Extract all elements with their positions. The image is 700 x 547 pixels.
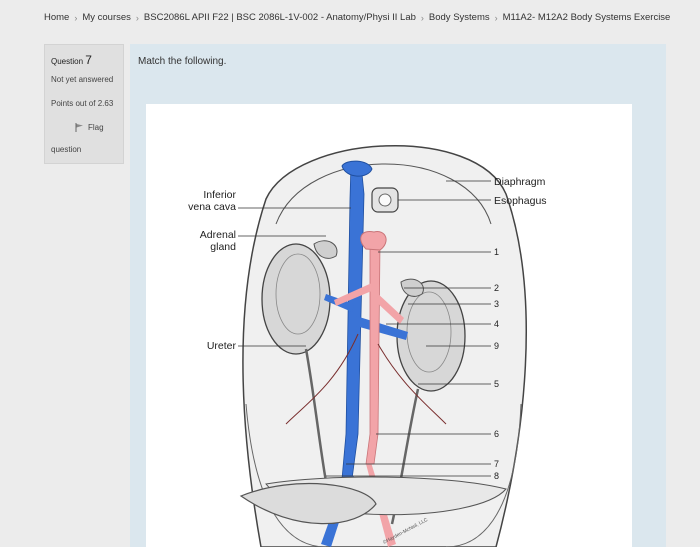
urinary-system-diagram: Inferior vena cava Adrenal gland Ureter … xyxy=(188,144,547,547)
label-number-1: 1 xyxy=(494,247,499,257)
label-number-5: 5 xyxy=(494,379,499,389)
flag-label-2: question xyxy=(51,145,82,154)
label-diaphragm: Diaphragm xyxy=(494,176,546,188)
question-points: Points out of 2.63 xyxy=(51,99,114,108)
label-adrenal-1: Adrenal xyxy=(200,229,236,241)
question-label: Question xyxy=(51,57,84,66)
diaphragm-dome xyxy=(275,163,492,225)
hepatic-veins xyxy=(341,160,373,177)
body-wall-right xyxy=(445,403,522,547)
breadcrumb-section[interactable]: Body Systems xyxy=(428,12,490,23)
label-ivc-2: vena cava xyxy=(188,201,236,213)
chevron-right-icon: › xyxy=(420,12,424,23)
anatomy-figure: Inferior vena cava Adrenal gland Ureter … xyxy=(146,104,632,547)
label-number-7: 7 xyxy=(494,459,499,469)
abdominal-cavity xyxy=(242,144,527,547)
esophagus-lumen xyxy=(378,193,392,207)
kidney-left-inner xyxy=(275,253,321,335)
body-wall-left xyxy=(245,403,327,547)
chevron-right-icon: › xyxy=(74,12,78,23)
flag-question-button[interactable]: Flag xyxy=(75,123,104,132)
rectum xyxy=(239,482,377,525)
label-number-4: 4 xyxy=(494,319,499,329)
question-number: Question 7 xyxy=(51,53,92,67)
label-number-2: 2 xyxy=(494,283,499,293)
breadcrumb-my-courses[interactable]: My courses xyxy=(82,12,131,23)
chevron-right-icon: › xyxy=(494,12,498,23)
celiac-trunk xyxy=(360,230,387,251)
flag-icon xyxy=(75,123,83,132)
label-number-3: 3 xyxy=(494,299,499,309)
renal-artery-right xyxy=(374,292,404,324)
question-info-panel: Question 7 Not yet answered Points out o… xyxy=(44,44,124,164)
flag-label: Flag xyxy=(88,123,104,132)
renal-vein-right xyxy=(356,316,408,340)
label-number-8: 8 xyxy=(494,471,499,481)
label-ureter: Ureter xyxy=(207,340,237,352)
gonadal-vessel-right xyxy=(377,343,447,425)
label-number-9: 9 xyxy=(494,341,499,351)
label-esophagus: Esophagus xyxy=(494,195,547,207)
label-number-6: 6 xyxy=(494,429,499,439)
label-adrenal-2: gland xyxy=(210,241,236,253)
breadcrumb-home[interactable]: Home xyxy=(44,12,70,23)
leader-lines xyxy=(238,180,491,477)
chevron-right-icon: › xyxy=(135,12,139,23)
breadcrumb-course[interactable]: BSC2086L APII F22 | BSC 2086L-1V-002 - A… xyxy=(143,12,416,23)
breadcrumb: Home › My courses › BSC2086L APII F22 | … xyxy=(44,12,684,23)
question-number-value: 7 xyxy=(85,53,92,67)
adrenal-gland-left xyxy=(313,240,338,259)
renal-artery-left xyxy=(334,282,374,306)
breadcrumb-activity[interactable]: M11A2- M12A2 Body Systems Exercise xyxy=(502,12,671,23)
gonadal-vessel-left xyxy=(285,333,359,425)
question-prompt: Match the following. xyxy=(138,56,227,67)
question-state: Not yet answered xyxy=(51,75,114,84)
label-ivc-1: Inferior xyxy=(203,189,236,201)
